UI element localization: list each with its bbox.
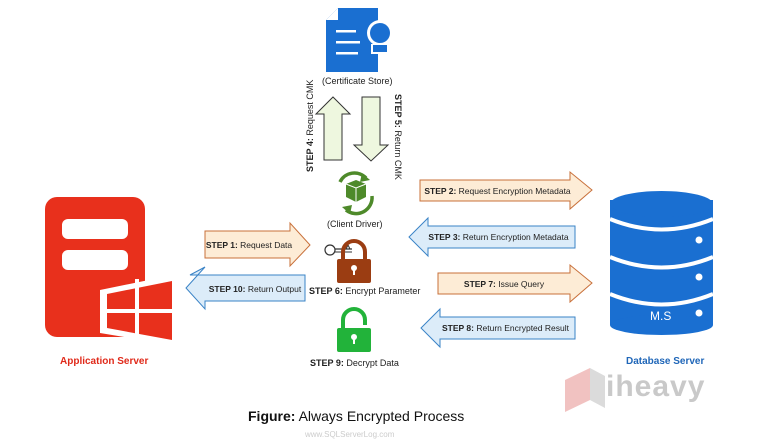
step7-arrow (437, 263, 593, 304)
database-label: M.S (650, 309, 672, 323)
client-driver-label: (Client Driver) (327, 219, 383, 229)
step5-arrow (352, 96, 390, 162)
step1-arrow (204, 221, 311, 268)
step9-label: STEP 9: Decrypt Data (310, 358, 399, 368)
database-server-icon (609, 191, 714, 335)
application-server-icon (45, 197, 178, 346)
step4-arrow (314, 96, 352, 161)
step8-label: STEP 8: Return Encrypted Result (442, 322, 569, 333)
certificate-store-label: (Certificate Store) (322, 76, 393, 86)
step5-label: STEP 5: Return CMK (393, 94, 403, 180)
step10-label: STEP 10: Return Output (208, 283, 302, 294)
step8-arrow (420, 307, 576, 349)
figure-caption: Figure: Always Encrypted Process (248, 408, 465, 424)
certificate-icon (326, 8, 393, 72)
watermark-brand: iheavy (606, 370, 706, 403)
step1-label: STEP 1: Request Data (205, 239, 293, 250)
step3-label: STEP 3: Return Encryption Metadata (428, 231, 569, 242)
step7-label: STEP 7: Issue Query (463, 278, 545, 289)
watermark-url: www.SQLServerLog.com (305, 430, 395, 439)
step3-arrow (408, 216, 576, 258)
locked-padlock-icon (337, 239, 371, 283)
watermark-logo-icon (565, 368, 605, 412)
unlocked-padlock-icon (337, 307, 371, 352)
step2-arrow (419, 170, 593, 211)
step4-label: STEP 4: Request CMK (305, 79, 315, 172)
application-server-label: Application Server (60, 356, 149, 367)
client-driver-icon (338, 171, 374, 216)
key-icon (324, 243, 352, 256)
step2-label: STEP 2: Request Encryption Metadata (424, 185, 571, 196)
step6-label: STEP 6: Encrypt Parameter (309, 286, 421, 296)
step10-arrow (185, 266, 306, 311)
database-server-label: Database Server (626, 356, 705, 367)
